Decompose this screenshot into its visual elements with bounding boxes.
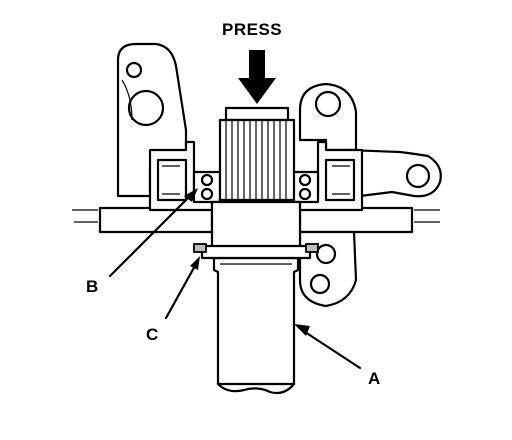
leader-b [108,188,198,278]
hub-housing-right [298,140,364,212]
press-label: PRESS [222,20,282,39]
steering-arm-right [344,148,442,198]
knuckle-right-arm [298,82,358,152]
plate-right [298,206,440,234]
plate-left [72,206,214,234]
label-a: A [368,369,380,388]
press-driver [218,106,296,202]
press-arrow [238,50,276,104]
snap-ring [193,243,319,260]
hub-housing-left [148,140,214,212]
leader-a [294,324,362,370]
support-tube [210,200,302,395]
label-b: B [86,277,98,296]
label-c: C [146,325,158,344]
leader-c [164,256,200,320]
